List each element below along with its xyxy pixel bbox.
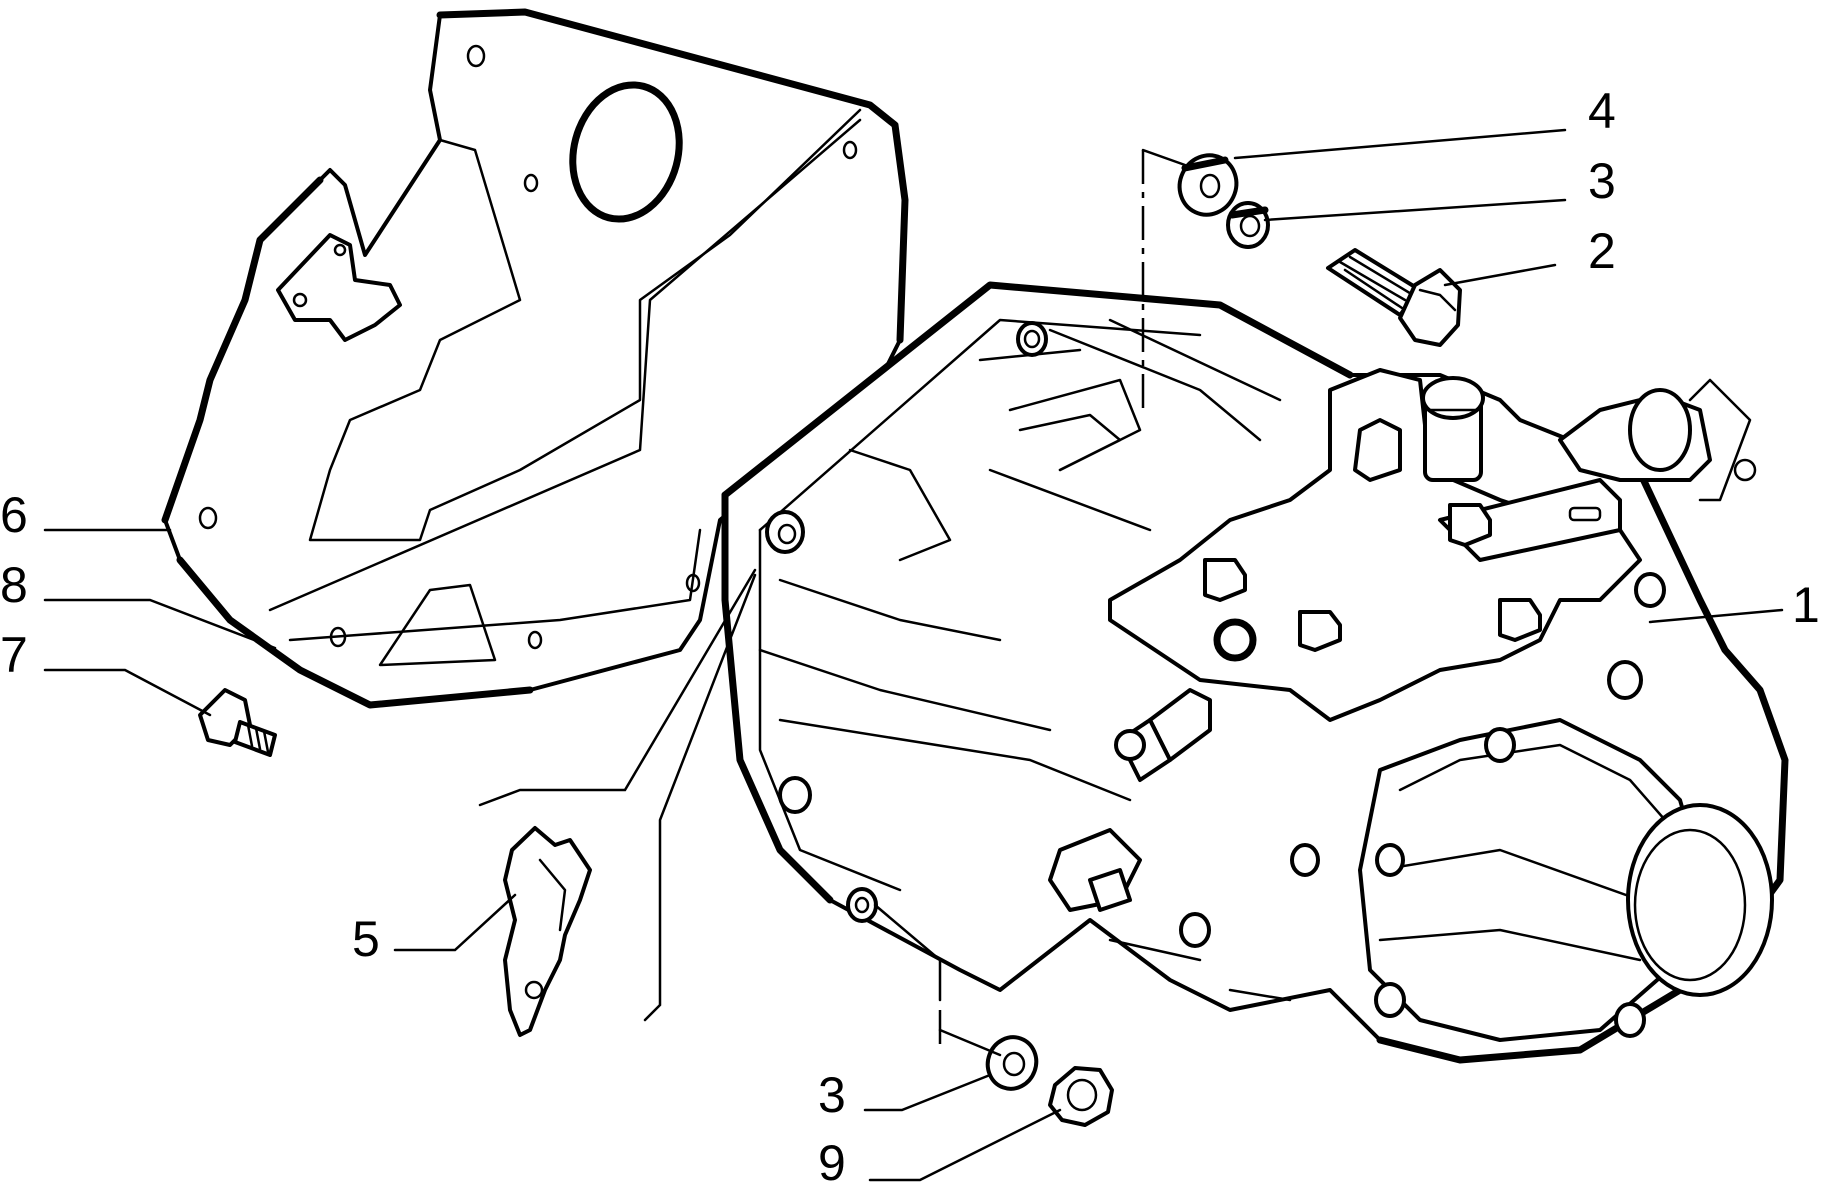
leader-lines	[43, 128, 1784, 1182]
callout-labels: 4 3 2 1 6 8 7 5 3 9	[0, 83, 1820, 1182]
gearbox-housing	[721, 281, 1789, 1064]
callout-label-3-lower: 3	[818, 1067, 846, 1123]
callout-label-3-upper: 3	[1588, 153, 1616, 209]
callout-label-2: 2	[1588, 223, 1616, 279]
callout-label-1: 1	[1792, 577, 1820, 633]
release-clip-part-5	[503, 826, 592, 1037]
split-washer-lower	[985, 1035, 1039, 1091]
callout-label-7: 7	[0, 627, 28, 683]
callout-label-5: 5	[352, 911, 380, 967]
flanged-bolt-part-7	[198, 688, 277, 757]
flywheel-cover-plate	[161, 8, 909, 709]
bolt-part-2	[1326, 248, 1462, 347]
callout-label-8: 8	[0, 557, 28, 613]
tower-bolts	[1203, 503, 1542, 652]
callout-label-6: 6	[0, 487, 28, 543]
flat-washer	[1177, 153, 1239, 217]
callout-label-9: 9	[818, 1135, 846, 1182]
callout-label-4: 4	[1588, 83, 1616, 139]
split-washer-upper	[1226, 201, 1270, 249]
hex-nut-part-9	[1048, 1066, 1114, 1127]
